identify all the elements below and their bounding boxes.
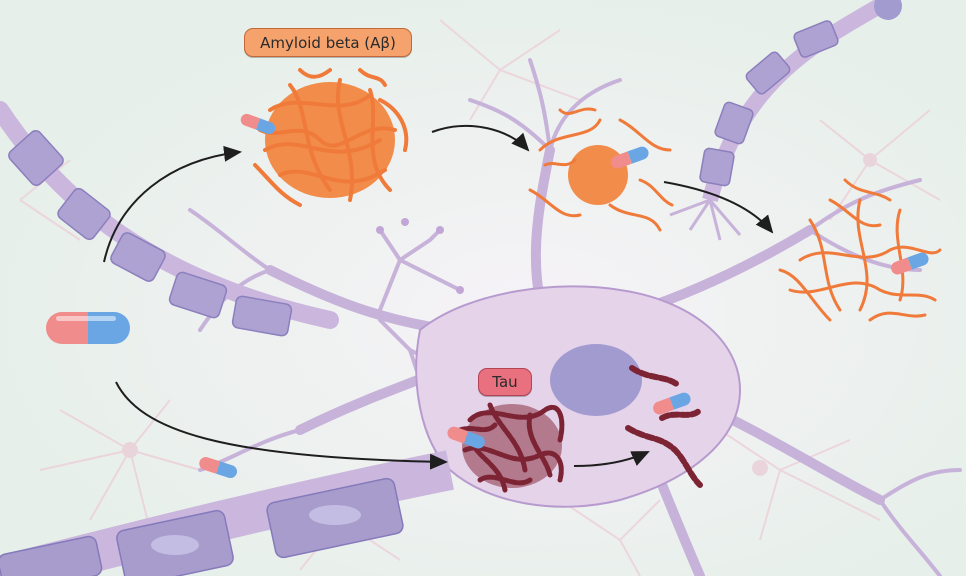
- arrow-to-tau: [115, 381, 448, 470]
- pill-small-5-icon: [653, 392, 691, 415]
- axon-top-left: [0, 101, 339, 337]
- axon-top-right: [669, 0, 902, 241]
- pill-small-6-icon: [199, 457, 238, 479]
- pill-small-1-icon: [240, 113, 276, 135]
- tau-strands-icon: [625, 365, 703, 488]
- pill-capsule-icon: [46, 312, 130, 344]
- arrow-amyloid-to-clump: [431, 124, 530, 152]
- amyloid-fibers-icon: [778, 178, 942, 322]
- arrows: [103, 124, 774, 470]
- nucleus: [550, 344, 642, 416]
- tau-tangle-icon: [457, 402, 565, 493]
- amyloid-plaque-icon: [253, 68, 409, 207]
- axon-bottom-left: [0, 450, 454, 576]
- arrow-clump-to-fibers: [663, 181, 774, 234]
- tau-label: Tau: [478, 368, 532, 396]
- pill-small-4-icon: [447, 426, 485, 449]
- arrow-to-amyloid: [103, 145, 242, 263]
- pill-small-3-icon: [891, 252, 929, 275]
- pill-small-2-icon: [611, 146, 649, 169]
- amyloid-beta-label: Amyloid beta (Aβ): [244, 28, 412, 57]
- arrow-tau-to-strands: [573, 451, 650, 467]
